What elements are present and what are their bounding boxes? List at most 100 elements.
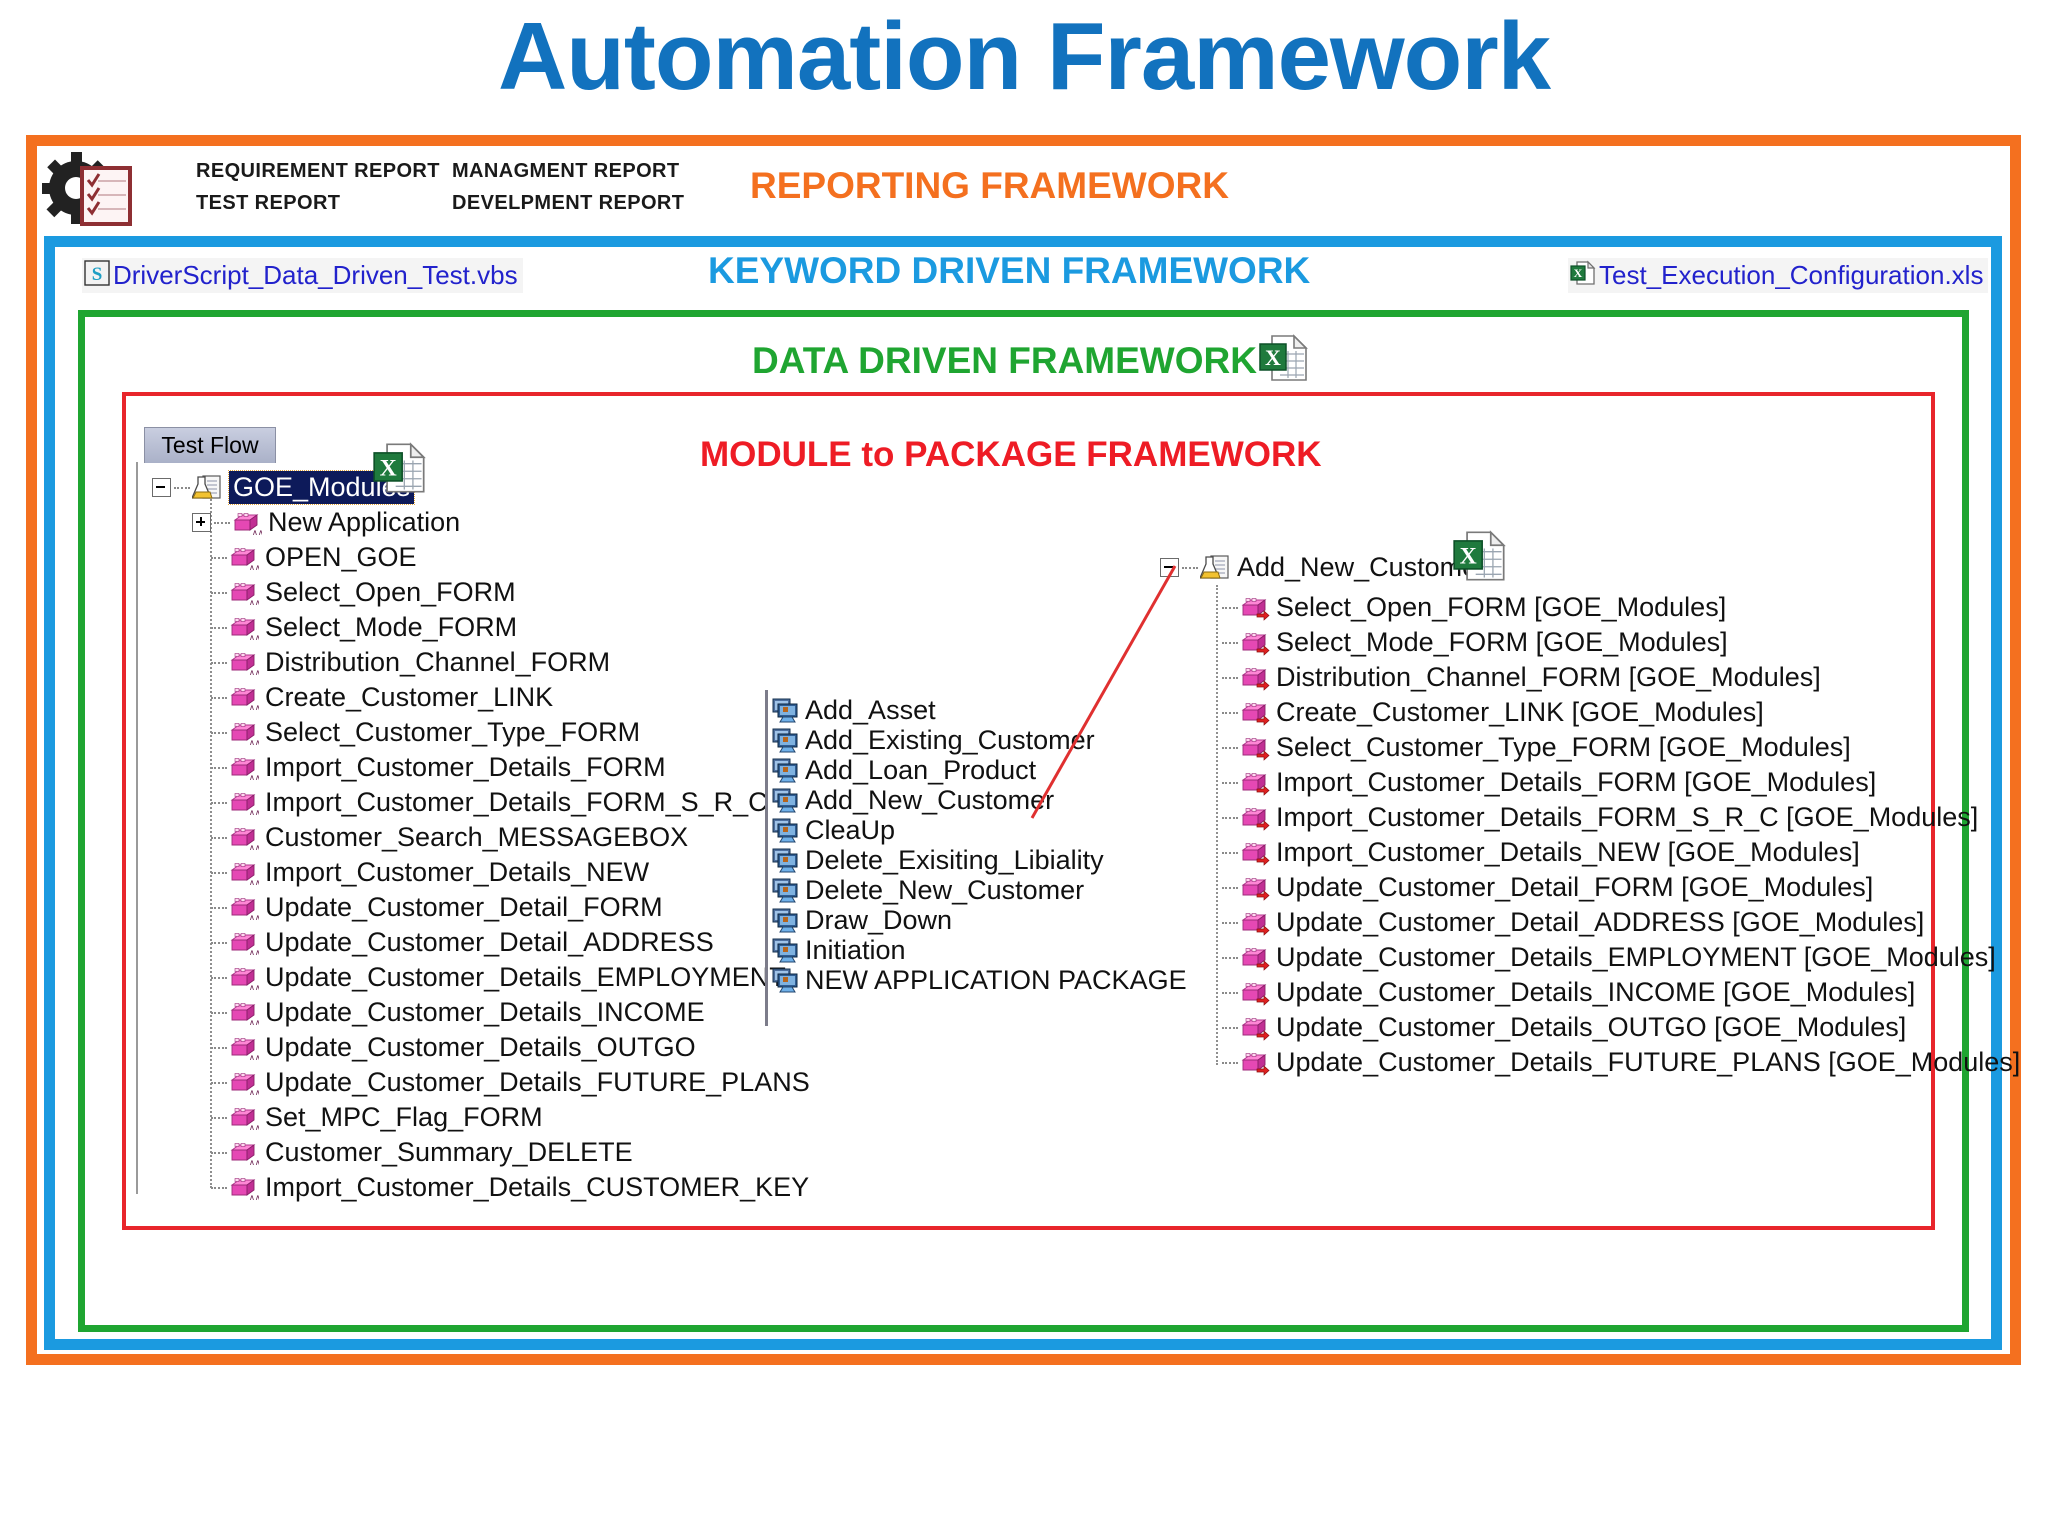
module-icon: ∧∧ bbox=[232, 511, 264, 537]
left-module-tree[interactable]: GOE_Modules ∧∧ New Application bbox=[152, 470, 810, 1205]
tree-connector-icon bbox=[1222, 991, 1238, 994]
tree-row[interactable]: Select_Customer_Type_FORM [GOE_Modules] bbox=[1222, 730, 2020, 765]
tree-row[interactable]: ∧∧ Select_Customer_Type_FORM bbox=[152, 715, 810, 750]
tree-row[interactable]: Import_Customer_Details_FORM [GOE_Module… bbox=[1222, 765, 2020, 800]
right-testcase-tree-root[interactable]: Add_New_Customer bbox=[1160, 550, 1486, 585]
tree-row[interactable]: ∧∧ Distribution_Channel_FORM bbox=[152, 645, 810, 680]
tree-connector-icon bbox=[211, 976, 227, 979]
tab-test-flow[interactable]: Test Flow bbox=[144, 427, 276, 463]
tree-row[interactable]: Import_Customer_Details_NEW [GOE_Modules… bbox=[1222, 835, 2020, 870]
module-icon: ∧∧ bbox=[229, 1001, 261, 1027]
tree-connector-icon bbox=[1222, 711, 1238, 714]
tree-row[interactable]: ∧∧ Update_Customer_Detail_ADDRESS bbox=[152, 925, 810, 960]
module-icon: ∧∧ bbox=[229, 1141, 261, 1167]
tree-row[interactable]: Select_Mode_FORM [GOE_Modules] bbox=[1222, 625, 2020, 660]
tree-row[interactable]: Update_Customer_Detail_ADDRESS [GOE_Modu… bbox=[1222, 905, 2020, 940]
tree-row[interactable]: Import_Customer_Details_FORM_S_R_C [GOE_… bbox=[1222, 800, 2020, 835]
package-item-label: Add_Existing_Customer bbox=[805, 724, 1095, 755]
tree-item-label: Distribution_Channel_FORM bbox=[265, 647, 611, 677]
module-icon: ∧∧ bbox=[229, 826, 261, 852]
test-config-file-name: Test_Execution_Configuration.xls bbox=[1599, 260, 1984, 290]
tree-row[interactable]: Select_Open_FORM [GOE_Modules] bbox=[1222, 590, 2020, 625]
tree-item-label: Update_Customer_Details_EMPLOYMENT bbox=[265, 962, 786, 992]
list-item[interactable]: Add_New_Customer bbox=[772, 785, 1187, 815]
tree-row[interactable]: ∧∧ Create_Customer_LINK bbox=[152, 680, 810, 715]
tree-row[interactable]: ∧∧ Import_Customer_Details_FORM_S_R_C bbox=[152, 785, 810, 820]
tree-row[interactable]: ∧∧ Select_Open_FORM bbox=[152, 575, 810, 610]
tab-test-flow-label: Test Flow bbox=[161, 432, 259, 458]
list-item[interactable]: CleaUp bbox=[772, 815, 1187, 845]
package-item-label: Add_New_Customer bbox=[805, 784, 1055, 815]
tree-row[interactable]: Update_Customer_Detail_FORM [GOE_Modules… bbox=[1222, 870, 2020, 905]
tree-expander-minus-icon[interactable] bbox=[152, 478, 171, 497]
tree-row[interactable]: ∧∧ Select_Mode_FORM bbox=[152, 610, 810, 645]
tree-item-label: Update_Customer_Details_INCOME bbox=[265, 997, 705, 1027]
list-item[interactable]: NEW APPLICATION PACKAGE bbox=[772, 965, 1187, 995]
list-item[interactable]: Draw_Down bbox=[772, 905, 1187, 935]
list-item[interactable]: Add_Existing_Customer bbox=[772, 725, 1187, 755]
package-list[interactable]: Add_Asset Add_Existing_Customer Add_Loan… bbox=[772, 695, 1187, 995]
tree-row[interactable]: ∧∧ Customer_Search_MESSAGEBOX bbox=[152, 820, 810, 855]
tree-row[interactable]: ∧∧ Set_MPC_Flag_FORM bbox=[152, 1100, 810, 1135]
tree-row[interactable]: Create_Customer_LINK [GOE_Modules] bbox=[1222, 695, 2020, 730]
tree-row[interactable]: ∧∧ Import_Customer_Details_CUSTOMER_KEY bbox=[152, 1170, 810, 1205]
tree-expander-plus-icon[interactable] bbox=[192, 513, 211, 532]
tree-row[interactable]: ∧∧ Import_Customer_Details_FORM bbox=[152, 750, 810, 785]
tree-item-label: New Application bbox=[268, 507, 461, 537]
module-icon: ∧∧ bbox=[229, 1176, 261, 1202]
svg-text:X: X bbox=[380, 456, 397, 482]
tree-row[interactable]: Update_Customer_Details_INCOME [GOE_Modu… bbox=[1222, 975, 2020, 1010]
tree-connector-icon bbox=[1222, 816, 1238, 819]
tree-row[interactable]: ∧∧ Customer_Summary_DELETE bbox=[152, 1135, 810, 1170]
tree-row[interactable]: ∧∧ Import_Customer_Details_NEW bbox=[152, 855, 810, 890]
svg-text:∧∧: ∧∧ bbox=[249, 738, 259, 747]
tree-item-label: Update_Customer_Details_OUTGO [GOE_Modul… bbox=[1276, 1012, 1907, 1042]
right-testcase-tree-children[interactable]: Select_Open_FORM [GOE_Modules] Select_Mo… bbox=[1222, 590, 2020, 1080]
data-driven-framework-frame bbox=[78, 310, 1969, 1332]
module-to-package-framework-label: MODULE to PACKAGE FRAMEWORK bbox=[700, 435, 1322, 474]
tree-row[interactable]: ∧∧ New Application bbox=[152, 505, 810, 540]
package-item-label: Add_Asset bbox=[805, 694, 936, 725]
tree-connector-icon bbox=[211, 1081, 227, 1084]
tree-row[interactable]: ∧∧ Update_Customer_Details_EMPLOYMENT bbox=[152, 960, 810, 995]
tree-connector-icon bbox=[211, 556, 227, 559]
package-icon bbox=[772, 878, 798, 903]
tree-row[interactable]: ∧∧ Update_Customer_Detail_FORM bbox=[152, 890, 810, 925]
tree-row[interactable]: ∧∧ Update_Customer_Details_OUTGO bbox=[152, 1030, 810, 1065]
svg-text:∧∧: ∧∧ bbox=[249, 983, 259, 992]
module-icon: ∧∧ bbox=[229, 581, 261, 607]
tree-row-root[interactable]: Add_New_Customer bbox=[1160, 550, 1486, 585]
module-icon: ∧∧ bbox=[229, 861, 261, 887]
module-icon: ∧∧ bbox=[229, 931, 261, 957]
tree-row[interactable]: Distribution_Channel_FORM [GOE_Modules] bbox=[1222, 660, 2020, 695]
list-item[interactable]: Initiation bbox=[772, 935, 1187, 965]
package-icon bbox=[772, 968, 798, 993]
tree-row[interactable]: Update_Customer_Details_OUTGO [GOE_Modul… bbox=[1222, 1010, 2020, 1045]
tree-connector-icon bbox=[211, 871, 227, 874]
list-item[interactable]: Add_Asset bbox=[772, 695, 1187, 725]
module-icon: ∧∧ bbox=[229, 966, 261, 992]
tree-expander-minus-icon[interactable] bbox=[1160, 558, 1179, 577]
module-ref-icon bbox=[1240, 666, 1270, 691]
tree-connector-icon bbox=[1222, 676, 1238, 679]
tree-row[interactable]: Update_Customer_Details_EMPLOYMENT [GOE_… bbox=[1222, 940, 2020, 975]
list-item[interactable]: Delete_Exisiting_Libiality bbox=[772, 845, 1187, 875]
tree-connector-icon bbox=[211, 836, 227, 839]
tree-connector-icon bbox=[211, 591, 227, 594]
tree-item-label: Create_Customer_LINK [GOE_Modules] bbox=[1276, 697, 1764, 727]
tree-row-root[interactable]: GOE_Modules bbox=[152, 470, 810, 505]
tree-row[interactable]: ∧∧ Update_Customer_Details_FUTURE_PLANS bbox=[152, 1065, 810, 1100]
tree-connector-icon bbox=[211, 696, 227, 699]
list-item[interactable]: Add_Loan_Product bbox=[772, 755, 1187, 785]
tree-connector-icon bbox=[1222, 921, 1238, 924]
package-item-label: Add_Loan_Product bbox=[805, 754, 1037, 785]
package-item-label: CleaUp bbox=[805, 814, 896, 845]
tree-row[interactable]: Update_Customer_Details_FUTURE_PLANS [GO… bbox=[1222, 1045, 2020, 1080]
driver-script-file-chip[interactable]: S DriverScript_Data_Driven_Test.vbs bbox=[82, 258, 523, 293]
tree-row[interactable]: ∧∧ Update_Customer_Details_INCOME bbox=[152, 995, 810, 1030]
list-item[interactable]: Delete_New_Customer bbox=[772, 875, 1187, 905]
test-config-file-chip[interactable]: X Test_Execution_Configuration.xls bbox=[1568, 258, 1989, 293]
tree-row[interactable]: ∧∧ OPEN_GOE bbox=[152, 540, 810, 575]
test-report-label: TEST REPORT bbox=[196, 192, 341, 214]
tree-item-label: Update_Customer_Detail_ADDRESS bbox=[265, 927, 714, 957]
